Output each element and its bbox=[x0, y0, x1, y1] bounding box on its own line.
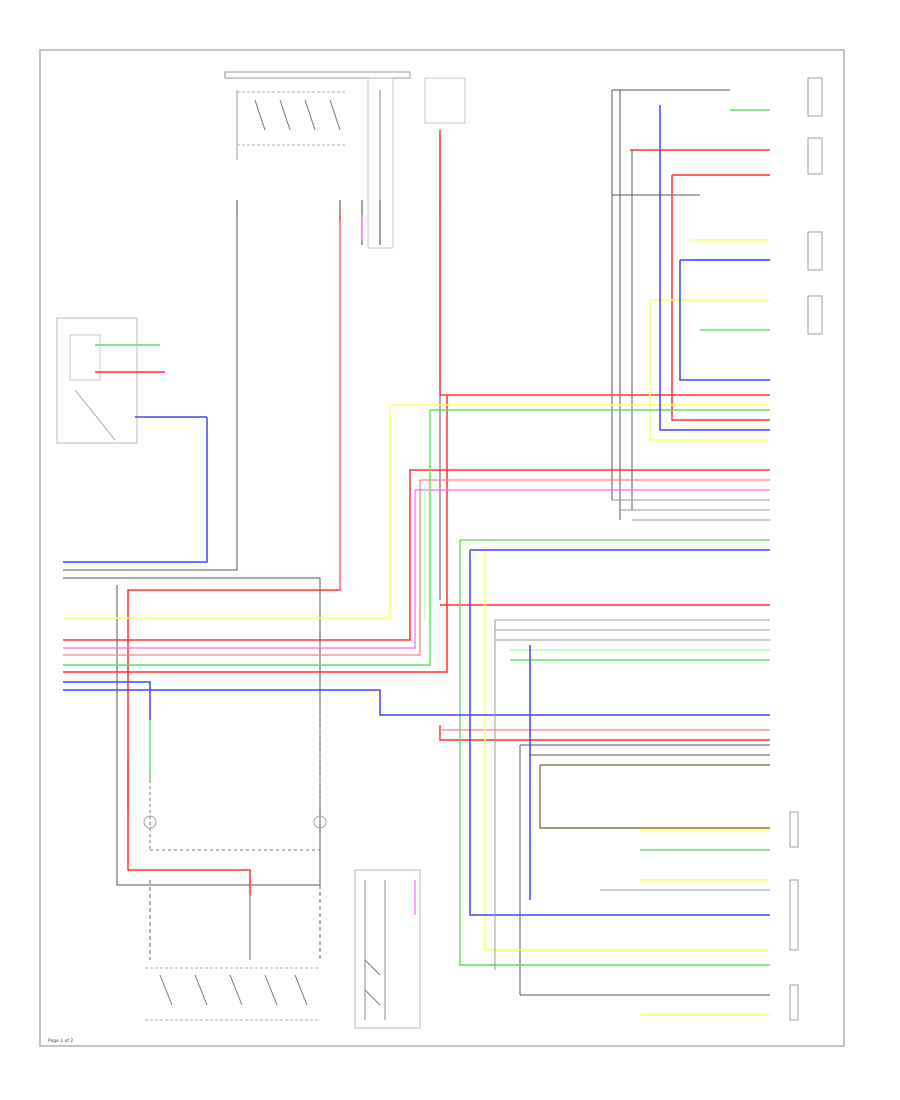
wires-red bbox=[63, 130, 770, 895]
wires-gray bbox=[494, 499, 770, 970]
right-connectors bbox=[789, 77, 823, 1021]
connector-stubs-top bbox=[236, 200, 441, 245]
cruise-module-box bbox=[56, 317, 208, 560]
steering-pad-switch-top bbox=[224, 71, 466, 249]
wires-yellow bbox=[63, 239, 770, 1016]
wires-pink bbox=[63, 220, 770, 731]
wires-dark-olive bbox=[539, 764, 770, 829]
wires-blue bbox=[63, 105, 770, 916]
diagram-frame bbox=[39, 49, 845, 1047]
trunk-splices bbox=[149, 715, 321, 851]
steering-pad-switch-bottom bbox=[145, 869, 421, 1029]
wires-light-green bbox=[424, 485, 770, 651]
page-number: Page 1 of 2 bbox=[48, 1038, 73, 1044]
motor-symbols bbox=[143, 815, 327, 829]
wires-violet bbox=[63, 215, 770, 915]
wires-black bbox=[63, 89, 770, 996]
wires-green bbox=[63, 109, 770, 966]
